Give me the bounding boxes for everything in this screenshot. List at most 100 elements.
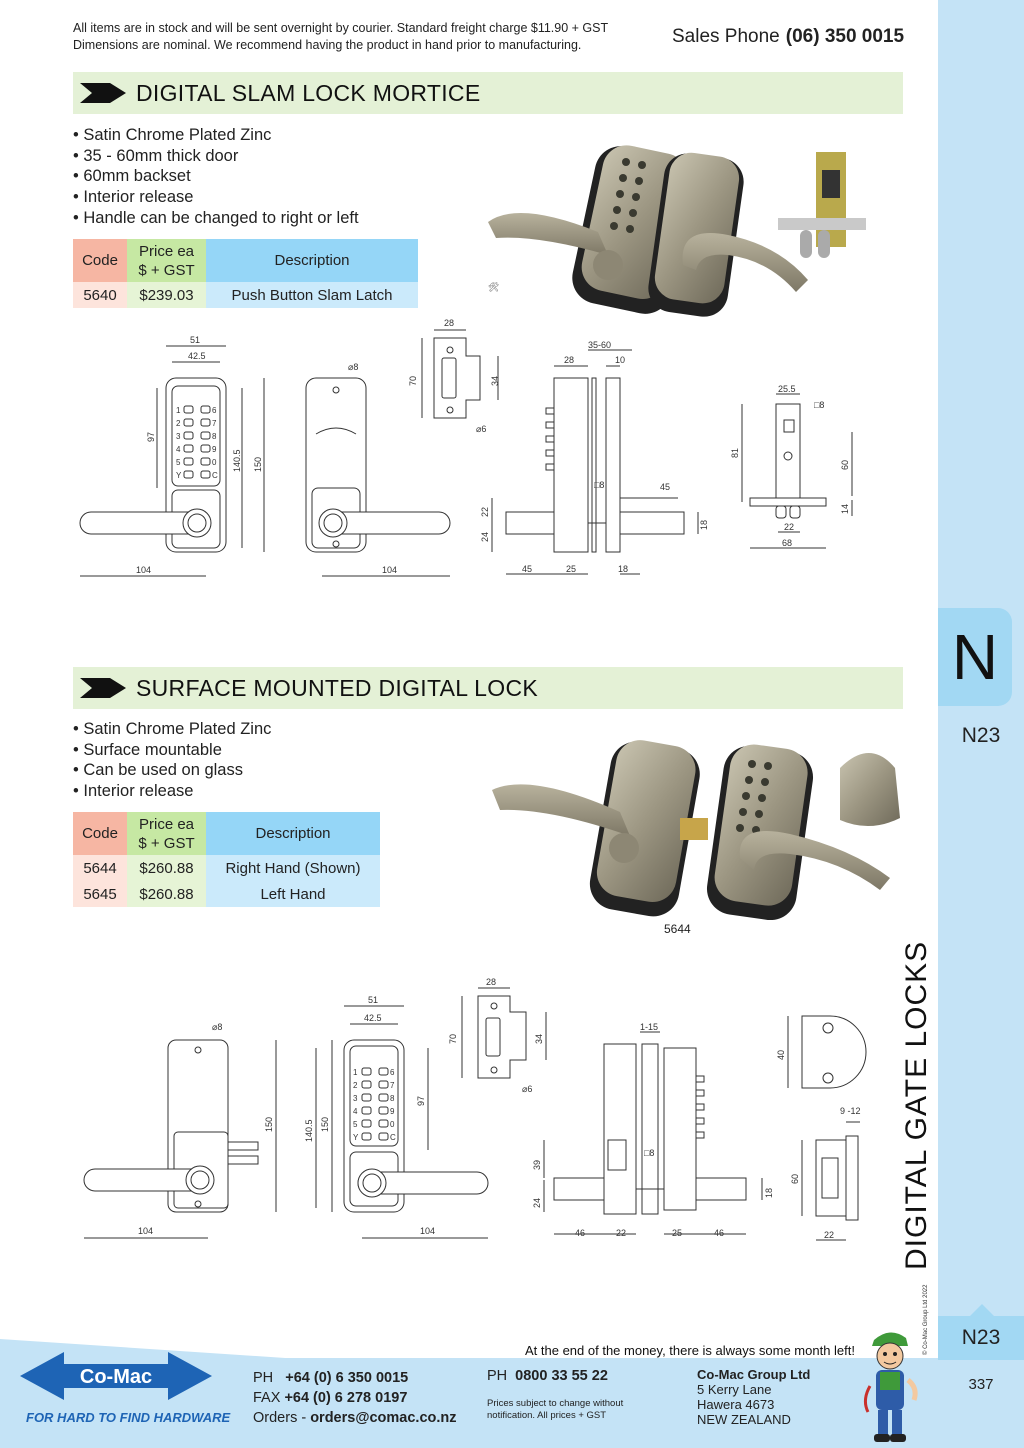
svg-text:3: 3 — [176, 432, 181, 441]
svg-text:25: 25 — [672, 1228, 682, 1238]
notice-line-1: All items are in stock and will be sent … — [73, 21, 609, 35]
svg-text:0: 0 — [390, 1120, 395, 1129]
svg-text:14: 14 — [840, 504, 850, 514]
footer-accent — [0, 1339, 300, 1359]
col-header-code: Code — [73, 239, 127, 282]
col-header-price: Price ea$ + GST — [127, 239, 206, 282]
freephone-number[interactable]: 0800 33 55 22 — [515, 1368, 608, 1384]
svg-text:9: 9 — [212, 445, 217, 454]
feature-item: Handle can be changed to right or left — [73, 208, 358, 229]
latch-body-drawing: 25.5 □8 81 60 14 22 68 — [730, 384, 853, 549]
svg-text:104: 104 — [138, 1226, 153, 1236]
side-view-drawing: 28 35-60 10 □8 45 22 24 18 45 25 18 — [480, 340, 709, 575]
comac-logo[interactable]: Co-Mac — [20, 1344, 212, 1408]
address-line: 5 Kerry Lane — [697, 1382, 772, 1397]
phone-number[interactable]: +64 (0) 6 350 0015 — [285, 1370, 409, 1386]
stock-notice: All items are in stock and will be sent … — [73, 20, 608, 54]
contact-block: PH +64 (0) 6 350 0015 FAX +64 (0) 6 278 … — [253, 1368, 457, 1428]
svg-text:⌀8: ⌀8 — [212, 1022, 222, 1032]
copyright: © Co-Mac Group Ltd 2022 — [923, 1284, 929, 1355]
sidebar — [938, 0, 1024, 1448]
svg-text:22: 22 — [480, 507, 490, 517]
orders-label: Orders - — [253, 1410, 307, 1426]
svg-text:7: 7 — [212, 419, 217, 428]
svg-text:97: 97 — [416, 1096, 426, 1106]
feature-item: Satin Chrome Plated Zinc — [73, 125, 359, 146]
company-address: Co-Mac Group Ltd 5 Kerry Lane Hawera 467… — [697, 1367, 810, 1427]
svg-text:28: 28 — [486, 977, 496, 987]
footer-slogan: FOR HARD TO FIND HARDWARE — [26, 1410, 231, 1425]
feature-list: Satin Chrome Plated Zinc 35 - 60mm thick… — [73, 125, 359, 229]
address-line: Hawera 4673 — [697, 1397, 775, 1412]
svg-text:8: 8 — [212, 432, 217, 441]
svg-text:Co-Mac: Co-Mac — [80, 1366, 152, 1388]
arrow-icon — [80, 83, 126, 103]
svg-text:70: 70 — [408, 376, 418, 386]
back-view-drawing: ⌀8 150 104 — [83, 1022, 277, 1239]
svg-text:140.5: 140.5 — [304, 1119, 314, 1142]
category-title: DIGITAL GATE LOCKS — [900, 940, 933, 1270]
svg-text:46: 46 — [575, 1228, 585, 1238]
svg-text:46: 46 — [714, 1228, 724, 1238]
svg-text:1: 1 — [176, 406, 181, 415]
svg-text:25.5: 25.5 — [778, 384, 796, 394]
company-name: Co-Mac Group Ltd — [697, 1367, 811, 1382]
svg-text:34: 34 — [534, 1034, 544, 1044]
svg-text:9: 9 — [390, 1107, 395, 1116]
svg-text:150: 150 — [253, 457, 263, 472]
orders-email-link[interactable]: orders@comac.co.nz — [310, 1410, 457, 1426]
table-row: 5645 $260.88 Left Hand — [73, 881, 380, 907]
feature-item: Interior release — [73, 187, 359, 208]
surface-lock-photo — [492, 740, 900, 920]
svg-text:51: 51 — [368, 995, 378, 1005]
sales-phone-number[interactable]: (06) 350 0015 — [785, 26, 905, 47]
svg-text:25: 25 — [566, 564, 576, 574]
svg-text:⌀8: ⌀8 — [348, 362, 358, 372]
svg-text:81: 81 — [730, 448, 740, 458]
feature-list: Satin Chrome Plated Zinc Surface mountab… — [73, 719, 271, 802]
svg-text:⌀6: ⌀6 — [522, 1084, 532, 1094]
svg-text:22: 22 — [824, 1230, 834, 1240]
svg-text:39: 39 — [532, 1160, 542, 1170]
svg-text:34: 34 — [490, 376, 500, 386]
svg-text:22: 22 — [616, 1228, 626, 1238]
svg-text:18: 18 — [699, 520, 709, 530]
svg-text:C: C — [212, 471, 218, 480]
price-table: Code Price ea$ + GST Description 5644 $2… — [73, 812, 380, 907]
cell-price: $239.03 — [127, 282, 206, 308]
svg-text:9 -12: 9 -12 — [840, 1106, 861, 1116]
svg-text:🛠: 🛠 — [488, 282, 499, 292]
section-letter-tab[interactable]: N — [938, 608, 1012, 706]
section-heading-slam-lock: DIGITAL SLAM LOCK MORTICE — [73, 72, 903, 114]
svg-text:42.5: 42.5 — [188, 351, 206, 361]
svg-text:35-60: 35-60 — [588, 340, 611, 350]
svg-text:Y: Y — [176, 471, 182, 480]
sales-phone-label: Sales Phone — [672, 26, 780, 47]
svg-text:6: 6 — [390, 1068, 395, 1077]
feature-item: Surface mountable — [73, 740, 271, 761]
svg-text:42.5: 42.5 — [364, 1013, 382, 1023]
svg-text:40: 40 — [776, 1050, 786, 1060]
strike-plate-drawing: 28 70 34 ⌀6 — [448, 977, 547, 1094]
svg-text:⌀6: ⌀6 — [476, 424, 486, 434]
svg-text:60: 60 — [790, 1174, 800, 1184]
svg-text:2: 2 — [353, 1081, 358, 1090]
cell-description: Push Button Slam Latch — [206, 282, 418, 308]
fax-label: FAX — [253, 1390, 281, 1406]
cell-description: Right Hand (Shown) — [206, 855, 380, 881]
cell-code: 5640 — [73, 282, 127, 308]
svg-text:0: 0 — [212, 458, 217, 467]
svg-text:3: 3 — [353, 1094, 358, 1103]
feature-item: Can be used on glass — [73, 760, 271, 781]
svg-text:45: 45 — [660, 482, 670, 492]
svg-text:4: 4 — [176, 445, 181, 454]
svg-text:97: 97 — [146, 432, 156, 442]
svg-text:18: 18 — [618, 564, 628, 574]
cell-code: 5645 — [73, 881, 127, 907]
svg-text:24: 24 — [480, 532, 490, 542]
svg-text:4: 4 — [353, 1107, 358, 1116]
svg-text:□8: □8 — [594, 480, 604, 490]
